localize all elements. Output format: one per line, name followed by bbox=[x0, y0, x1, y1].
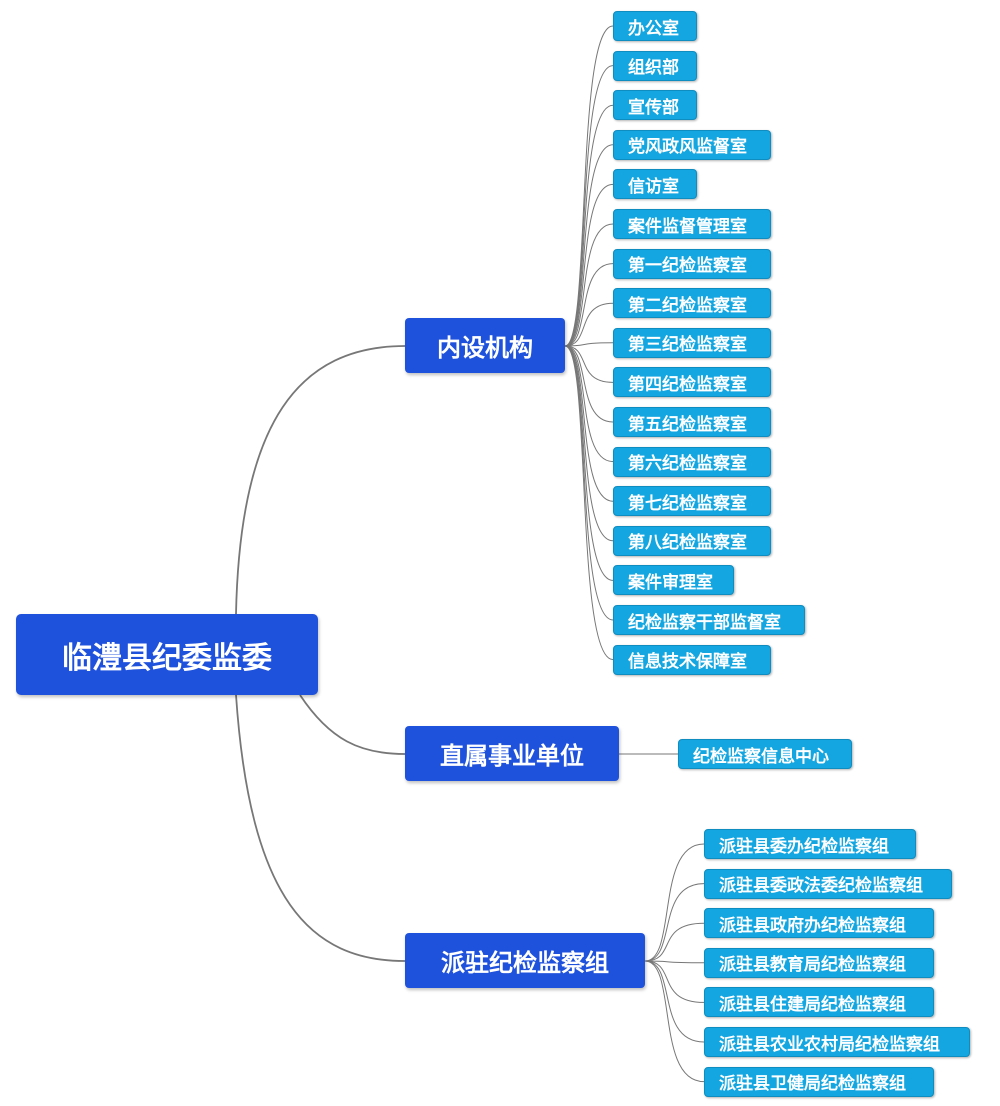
connector-line bbox=[644, 922, 705, 962]
leaf-node-label: 第六纪检监察室 bbox=[628, 454, 747, 475]
leaf-node[interactable]: 信息技术保障室 bbox=[613, 644, 771, 675]
connector-line bbox=[299, 694, 406, 755]
connector-line bbox=[644, 960, 705, 1003]
branch-node-internal-departments[interactable]: 内设机构 bbox=[405, 318, 565, 373]
leaf-node[interactable]: 派驻县委政法委纪检监察组 bbox=[704, 868, 952, 899]
root-node-label: 临澧县纪委监委 bbox=[62, 640, 272, 676]
leaf-node-label: 派驻县政府办纪检监察组 bbox=[719, 915, 906, 936]
leaf-node[interactable]: 党风政风监督室 bbox=[613, 129, 771, 160]
leaf-node[interactable]: 第二纪检监察室 bbox=[613, 288, 771, 319]
leaf-node[interactable]: 第六纪检监察室 bbox=[613, 446, 771, 477]
connector-line bbox=[564, 144, 614, 347]
leaf-node[interactable]: 第四纪检监察室 bbox=[613, 367, 771, 398]
leaf-node-label: 派驻县农业农村局纪检监察组 bbox=[719, 1034, 940, 1055]
leaf-node-label: 派驻县委办纪检监察组 bbox=[719, 836, 889, 857]
connector-line bbox=[235, 345, 406, 615]
leaf-node-label: 第七纪检监察室 bbox=[628, 493, 747, 514]
leaf-node[interactable]: 第五纪检监察室 bbox=[613, 407, 771, 437]
leaf-node-label: 派驻县卫健局纪检监察组 bbox=[719, 1074, 906, 1095]
leaf-node-label: 纪检监察干部监督室 bbox=[628, 612, 781, 633]
connector-line bbox=[564, 345, 614, 463]
leaf-node[interactable]: 派驻县住建局纪检监察组 bbox=[704, 987, 934, 1018]
leaf-node-label: 派驻县教育局纪检监察组 bbox=[719, 955, 906, 976]
leaf-node[interactable]: 派驻县农业农村局纪检监察组 bbox=[704, 1027, 970, 1057]
connector-line bbox=[564, 183, 614, 347]
leaf-node-label: 案件监督管理室 bbox=[628, 216, 747, 237]
leaf-node-label: 第四纪检监察室 bbox=[628, 374, 747, 395]
leaf-node[interactable]: 第八纪检监察室 bbox=[613, 525, 771, 556]
branch-node-label: 内设机构 bbox=[437, 334, 533, 362]
connector-line bbox=[235, 694, 406, 962]
branch-node-dispatched-groups[interactable]: 派驻纪检监察组 bbox=[405, 933, 645, 988]
leaf-node-label: 宣传部 bbox=[628, 97, 679, 118]
leaf-node[interactable]: 第七纪检监察室 bbox=[613, 486, 771, 517]
leaf-node[interactable]: 纪检监察干部监督室 bbox=[613, 605, 805, 635]
connector-line bbox=[644, 960, 705, 1043]
connector-line bbox=[564, 25, 614, 347]
leaf-node[interactable]: 纪检监察信息中心 bbox=[678, 739, 852, 769]
leaf-node[interactable]: 第三纪检监察室 bbox=[613, 327, 771, 358]
leaf-node-label: 案件审理室 bbox=[628, 572, 713, 593]
leaf-node[interactable]: 信访室 bbox=[613, 169, 697, 200]
leaf-node-label: 党风政风监督室 bbox=[628, 137, 747, 158]
leaf-node-label: 第五纪检监察室 bbox=[628, 414, 747, 435]
connector-line bbox=[644, 843, 705, 962]
connector-line bbox=[564, 345, 614, 383]
connector-line bbox=[564, 263, 614, 347]
root-node[interactable]: 临澧县纪委监委 bbox=[16, 614, 318, 695]
leaf-node-label: 信息技术保障室 bbox=[628, 652, 747, 673]
connector-line bbox=[644, 960, 705, 1083]
leaf-node[interactable]: 案件监督管理室 bbox=[613, 209, 771, 239]
connector-line bbox=[564, 104, 614, 347]
leaf-node[interactable]: 案件审理室 bbox=[613, 565, 734, 596]
connector-line bbox=[564, 345, 614, 542]
branch-node-label: 派驻纪检监察组 bbox=[441, 949, 609, 977]
leaf-node[interactable]: 办公室 bbox=[613, 11, 697, 41]
leaf-node[interactable]: 派驻县教育局纪检监察组 bbox=[704, 947, 934, 978]
leaf-node-label: 第八纪检监察室 bbox=[628, 533, 747, 554]
leaf-node[interactable]: 派驻县委办纪检监察组 bbox=[704, 829, 916, 859]
branch-node-affiliated-units[interactable]: 直属事业单位 bbox=[405, 726, 619, 781]
connector-line bbox=[564, 223, 614, 347]
leaf-node-label: 派驻县委政法委纪检监察组 bbox=[719, 876, 923, 897]
connector-line bbox=[644, 883, 705, 962]
connector-line bbox=[644, 960, 705, 964]
connector-line bbox=[564, 65, 614, 347]
leaf-node-label: 组织部 bbox=[628, 58, 679, 79]
leaf-node[interactable]: 宣传部 bbox=[613, 90, 697, 121]
leaf-node[interactable]: 派驻县政府办纪检监察组 bbox=[704, 908, 934, 939]
leaf-node-label: 派驻县住建局纪检监察组 bbox=[719, 994, 906, 1015]
connector-line bbox=[564, 342, 614, 347]
leaf-node-label: 办公室 bbox=[628, 18, 679, 39]
leaf-node[interactable]: 组织部 bbox=[613, 50, 697, 81]
connector-line bbox=[564, 302, 614, 347]
connector-line bbox=[564, 345, 614, 661]
leaf-node[interactable]: 第一纪检监察室 bbox=[613, 248, 771, 279]
connector-line bbox=[564, 345, 614, 423]
leaf-node-label: 第三纪检监察室 bbox=[628, 335, 747, 356]
connector-line bbox=[564, 345, 614, 502]
leaf-node-label: 第一纪检监察室 bbox=[628, 256, 747, 277]
leaf-node-label: 信访室 bbox=[628, 176, 679, 197]
branch-node-label: 直属事业单位 bbox=[440, 742, 584, 770]
leaf-node-label: 第二纪检监察室 bbox=[628, 295, 747, 316]
leaf-node[interactable]: 派驻县卫健局纪检监察组 bbox=[704, 1066, 934, 1097]
leaf-node-label: 纪检监察信息中心 bbox=[693, 746, 829, 767]
